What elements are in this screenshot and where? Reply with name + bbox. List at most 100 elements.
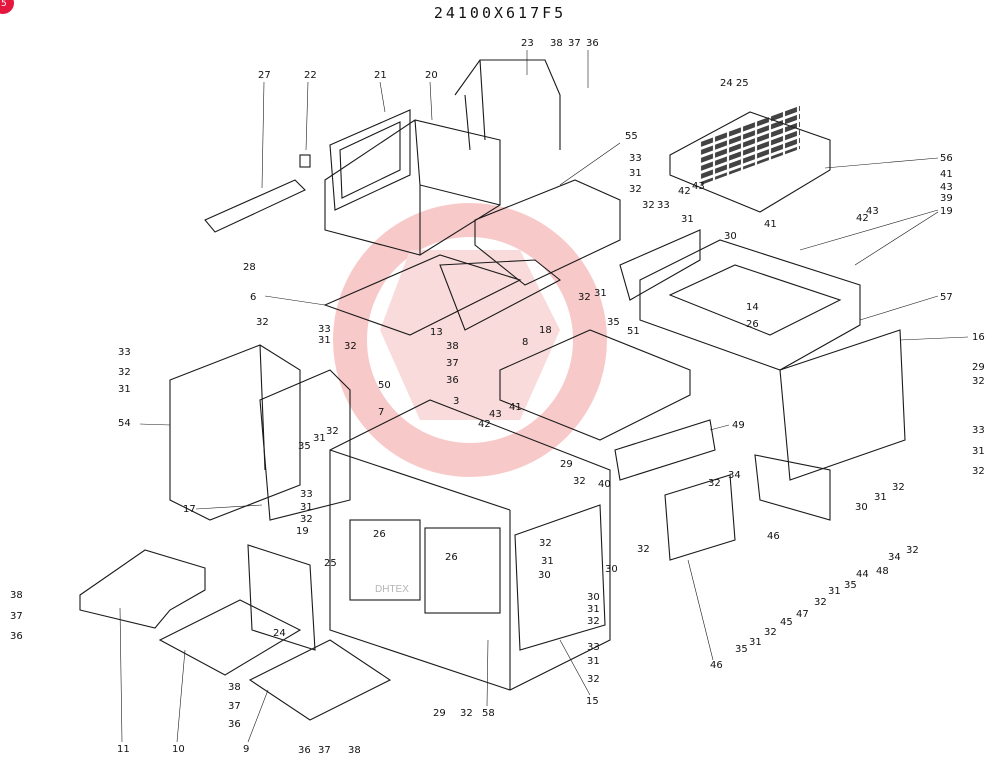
callout-16: 16 (972, 332, 985, 343)
callout-24: 24 (273, 628, 286, 639)
callout-47: 47 (796, 609, 809, 620)
callout-30-c: 30 (538, 570, 551, 581)
callout-10: 10 (172, 744, 185, 755)
callout-41-b: 41 (764, 219, 777, 230)
watermark-ring (333, 203, 607, 477)
callout-42: 42 (678, 186, 691, 197)
callout-35: 35 (607, 317, 620, 328)
callout-38-b: 38 (446, 341, 459, 352)
callout-23: 23 (521, 38, 534, 49)
callout-31-d: 31 (594, 288, 607, 299)
part-box (324, 119, 501, 256)
callout-33-f: 33 (300, 489, 313, 500)
callout-31-g: 31 (972, 446, 985, 457)
callout-43-d: 43 (489, 409, 502, 420)
callout-32-g: 32 (972, 376, 985, 387)
callout-36: 36 (586, 38, 599, 49)
callout-43: 43 (940, 182, 953, 193)
callout-42-c: 42 (478, 419, 491, 430)
callout-34: 34 (728, 470, 741, 481)
callout-26-c: 26 (445, 552, 458, 563)
callout-21: 21 (374, 70, 387, 81)
part-17 (259, 369, 351, 521)
callout-31-k: 31 (541, 556, 554, 567)
callout-24-25: 24 25 (720, 78, 749, 89)
callout-3: 3 (453, 396, 459, 407)
callout-48: 48 (876, 566, 889, 577)
callout-33-g: 33 (587, 642, 600, 653)
callout-38-c: 38 (10, 590, 23, 601)
callout-15: 15 (586, 696, 599, 707)
callout-37-b: 37 (446, 358, 459, 369)
part-55-plate (474, 179, 621, 286)
callout-37-e: 37 (318, 745, 331, 756)
part-23-frame (454, 59, 561, 151)
callout-43-b: 43 (692, 181, 705, 192)
callout-31-j: 31 (828, 586, 841, 597)
callout-32-m: 32 (708, 478, 721, 489)
callout-32-t: 32 (764, 627, 777, 638)
callout-33: 33 (629, 153, 642, 164)
callout-35-b: 35 (298, 441, 311, 452)
callout-32-j: 32 (972, 466, 985, 477)
callout-31-l: 31 (587, 604, 600, 615)
callout-32-c: 32 (256, 317, 269, 328)
callout-44: 44 (856, 569, 869, 580)
callout-7: 7 (378, 407, 384, 418)
part-48 (754, 454, 831, 521)
callout-33-e: 33 (972, 425, 985, 436)
callout-32-u: 32 (460, 708, 473, 719)
callout-31-c: 31 (318, 335, 331, 346)
callout-32-s: 32 (587, 674, 600, 685)
corner-badge: 5 (0, 0, 14, 14)
watermark-shape (380, 250, 560, 420)
part-47 (664, 474, 736, 561)
callout-31-h: 31 (874, 492, 887, 503)
callout-31-i: 31 (300, 502, 313, 513)
part-24-panel (669, 111, 831, 213)
callout-35-c: 35 (844, 580, 857, 591)
callout-56: 56 (940, 153, 953, 164)
callout-32-e: 32 (578, 292, 591, 303)
callout-32-f: 32 (118, 367, 131, 378)
callout-32-n: 32 (906, 545, 919, 556)
callout-38-d: 38 (228, 682, 241, 693)
callout-40: 40 (598, 479, 611, 490)
callout-41: 41 (940, 169, 953, 180)
callout-50: 50 (378, 380, 391, 391)
callout-27: 27 (258, 70, 271, 81)
callout-30-b: 30 (855, 502, 868, 513)
part-58-housing (329, 399, 611, 691)
callout-37-d: 37 (228, 701, 241, 712)
callout-6: 6 (250, 292, 256, 303)
callout-55: 55 (625, 131, 638, 142)
leader-lines (119, 50, 969, 743)
part-27-panel (204, 179, 306, 233)
callout-42-b: 42 (856, 213, 869, 224)
part-21-door (329, 109, 411, 211)
callout-36-c: 36 (10, 631, 23, 642)
callout-36-e: 36 (298, 745, 311, 756)
part-9-plate (248, 639, 392, 721)
callout-32-r: 32 (587, 616, 600, 627)
callout-41-c: 41 (509, 402, 522, 413)
callout-33-b: 33 (657, 200, 670, 211)
callout-26: 26 (746, 319, 759, 330)
part-8-bracket (439, 259, 561, 331)
callout-33-c: 33 (318, 324, 331, 335)
callout-43-c: 43 (866, 206, 879, 217)
callout-32-k: 32 (892, 482, 905, 493)
callout-37: 37 (568, 38, 581, 49)
callout-25: 25 (324, 558, 337, 569)
callout-9: 9 (243, 744, 249, 755)
callout-labels: 27 22 21 20 23 38 37 36 24 25 55 33 31 3… (10, 38, 985, 756)
callout-31-b: 31 (681, 214, 694, 225)
part-54-box (169, 344, 301, 521)
watermark: DHTEX (333, 203, 607, 595)
callout-19-b: 19 (296, 526, 309, 537)
callout-34-b: 34 (888, 552, 901, 563)
housing-window-left (349, 519, 421, 601)
part-19-door (247, 544, 316, 651)
callout-38: 38 (550, 38, 563, 49)
